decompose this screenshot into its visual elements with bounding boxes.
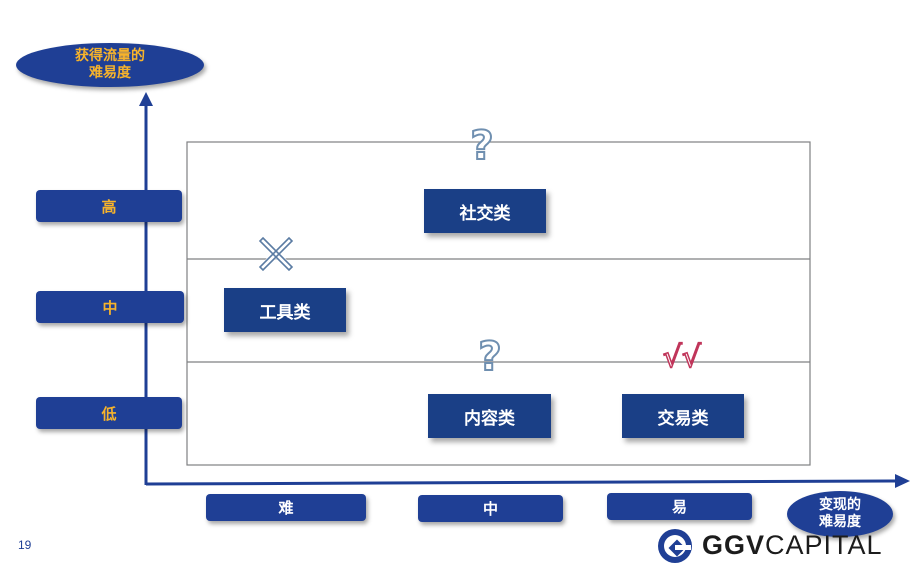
- x-axis-title: 变现的 难易度: [787, 491, 893, 537]
- x-level-easy: 易: [607, 493, 752, 520]
- x-level-medium-label: 中: [482, 500, 498, 518]
- category-content: 内容类: [428, 394, 551, 438]
- y-axis-title-text: 获得流量的 难易度: [75, 48, 145, 81]
- y-level-medium-label: 中: [102, 298, 118, 317]
- category-social: 社交类: [424, 189, 546, 233]
- x-level-easy-label: 易: [671, 498, 687, 516]
- category-trade: 交易类: [622, 394, 744, 438]
- y-level-high-label: 高: [101, 197, 117, 216]
- category-tools-label: 工具类: [259, 302, 311, 323]
- y-level-high: 高: [36, 190, 182, 222]
- y-level-low: 低: [36, 397, 182, 429]
- page-number: 19: [18, 538, 32, 552]
- x-level-hard: 难: [206, 494, 366, 521]
- category-social-label: 社交类: [459, 203, 511, 224]
- question-mark-icon-social: ?: [469, 123, 494, 169]
- category-tools: 工具类: [224, 288, 346, 332]
- cross-mark-icon-tools: [256, 234, 296, 274]
- category-trade-label: 交易类: [657, 408, 709, 429]
- matrix-border: [186, 141, 811, 466]
- double-check-icon-trade: √√: [662, 339, 702, 376]
- ggv-logo-mark-icon: [657, 528, 693, 564]
- x-axis-arrowhead: [895, 474, 910, 488]
- logo-capital: CAPITAL: [765, 530, 883, 560]
- ggv-capital-logo-text: GGVCAPITAL: [702, 530, 883, 561]
- question-mark-icon-content: ?: [477, 334, 502, 380]
- y-axis-title: 获得流量的 难易度: [16, 43, 204, 87]
- x-level-medium: 中: [418, 495, 563, 522]
- y-axis-arrowhead: [139, 92, 153, 106]
- x-axis-line: [145, 479, 897, 486]
- category-content-label: 内容类: [464, 408, 515, 429]
- x-level-hard-label: 难: [278, 499, 294, 517]
- x-axis-title-text: 变现的 难易度: [819, 497, 861, 530]
- logo-ggv: GGV: [702, 530, 766, 560]
- y-level-low-label: 低: [101, 404, 117, 423]
- y-level-medium: 中: [36, 291, 184, 323]
